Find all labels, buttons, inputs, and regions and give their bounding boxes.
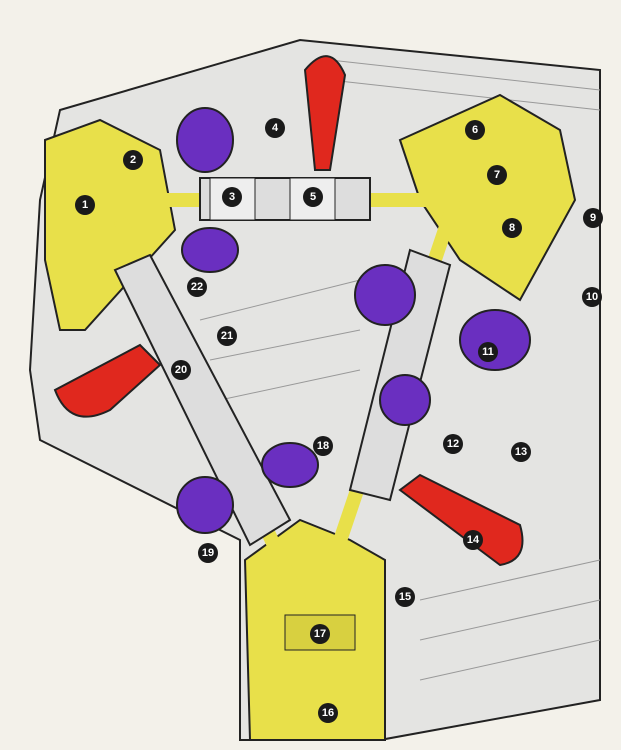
callout-15: 15 [395, 587, 415, 607]
purple-port-5 [379, 374, 431, 426]
callout-2: 2 [123, 150, 143, 170]
purple-port-1 [176, 107, 234, 173]
callout-11: 11 [478, 342, 498, 362]
callout-16: 16 [318, 703, 338, 723]
purple-port-3 [354, 264, 416, 326]
callout-10: 10 [582, 287, 602, 307]
red-port-top [303, 55, 347, 171]
red-port-left [53, 343, 162, 418]
callout-22: 22 [187, 277, 207, 297]
callout-18: 18 [313, 436, 333, 456]
callout-4: 4 [265, 118, 285, 138]
piston-3 [209, 177, 256, 221]
cylinder-left [113, 253, 292, 547]
callout-20: 20 [171, 360, 191, 380]
purple-port-4 [459, 309, 531, 371]
purple-port-7 [176, 476, 234, 534]
callout-5: 5 [303, 187, 323, 207]
callout-7: 7 [487, 165, 507, 185]
piston-5 [289, 177, 336, 221]
callout-13: 13 [511, 442, 531, 462]
callout-21: 21 [217, 326, 237, 346]
callout-1: 1 [75, 195, 95, 215]
callout-9: 9 [583, 208, 603, 228]
callout-19: 19 [198, 543, 218, 563]
red-port-right [398, 473, 524, 567]
purple-port-2 [181, 227, 239, 273]
purple-port-6 [261, 442, 319, 488]
callout-3: 3 [222, 187, 242, 207]
callout-14: 14 [463, 530, 483, 550]
crankcase-right [398, 93, 577, 302]
callout-6: 6 [465, 120, 485, 140]
block-hatching [199, 59, 601, 681]
callout-8: 8 [502, 218, 522, 238]
callout-12: 12 [443, 434, 463, 454]
callout-17: 17 [310, 624, 330, 644]
